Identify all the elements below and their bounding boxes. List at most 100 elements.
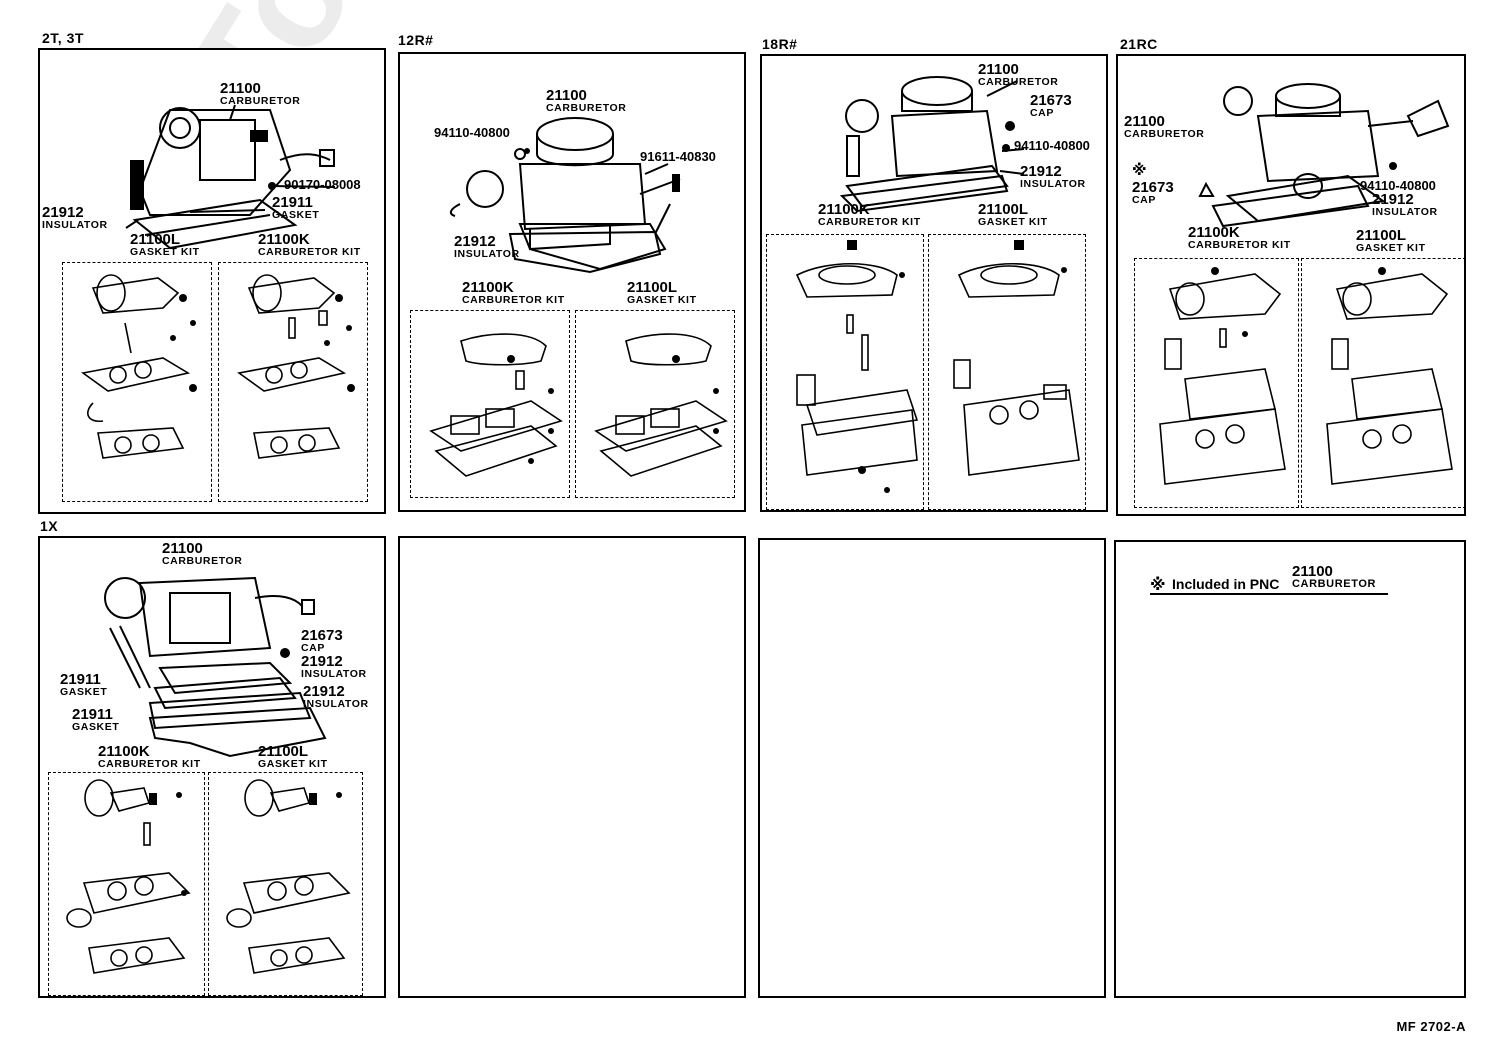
label-name: CARBURETOR KIT [818, 216, 921, 228]
included-symbol: ※ [1150, 577, 1166, 594]
label-pnc: 21100L [258, 743, 309, 760]
figure-code: MF 2702-A [1396, 1019, 1466, 1034]
label-name: INSULATOR [303, 698, 369, 710]
panel-note [1114, 540, 1466, 998]
panel-18r [760, 54, 1108, 512]
label-pnc: 21100K [818, 201, 870, 218]
carburetor-kit-box-1x [48, 772, 205, 996]
label-name: CARBURETOR [162, 555, 243, 567]
label-name: GASKET KIT [258, 758, 328, 770]
label-name: GASKET KIT [130, 246, 200, 258]
label-pnc: 21100K [98, 743, 150, 760]
included-note: ※ Included in PNC 21100 CARBURETOR [1150, 563, 1388, 595]
label-pnc: 21912 [454, 233, 496, 250]
label-pnc: 21912 [303, 683, 345, 700]
label-name: GASKET [72, 721, 120, 733]
label-pnc: 21911 [60, 671, 101, 688]
label-name: CARBURETOR [220, 95, 301, 107]
label-name: INSULATOR [1020, 178, 1086, 190]
panel-title-2t3t: 2T, 3T [42, 30, 84, 46]
gasket-kit-box-12r [575, 310, 735, 498]
carburetor-illustration-18r [839, 76, 1025, 213]
panel-1x [38, 536, 386, 998]
label-pnc: 21100K [1188, 224, 1240, 241]
label-pnc: 21100 [546, 87, 587, 104]
label-name: CAP [1030, 107, 1054, 119]
gasket-kit-parts-21rc [1326, 267, 1453, 485]
carburetor-kit-box-12r [410, 310, 570, 498]
panel-12r [398, 52, 746, 512]
label-pnc: 21100K [462, 279, 514, 296]
label-name: GASKET [60, 686, 108, 698]
label-pnc: 21911 [72, 706, 113, 723]
carburetor-kit-parts-21rc [1159, 267, 1286, 485]
included-mark: ※ [1132, 162, 1147, 179]
label-pnc: 21100 [978, 61, 1019, 78]
label-pnc: 21100 [220, 80, 261, 97]
label-pnc: 91611-40830 [640, 149, 716, 164]
carburetor-kit-parts-18r [795, 240, 919, 493]
panel-title-18r: 18R# [762, 36, 798, 52]
label-pnc: 21100K [258, 231, 310, 248]
label-pnc: 21673 [1030, 92, 1072, 109]
label-pnc: 21673 [1132, 179, 1174, 196]
label-name: GASKET [272, 209, 320, 221]
label-pnc: 94110-40800 [1360, 178, 1436, 193]
label-name: CARBURETOR KIT [98, 758, 201, 770]
carburetor-kit-parts-1x [66, 779, 191, 974]
gasket-kit-parts-18r [953, 240, 1080, 476]
gasket-kit-box-1x [208, 772, 363, 996]
label-pnc: 21912 [42, 204, 84, 221]
gasket-kit-parts-2t3t [81, 274, 197, 459]
label-pnc: 90170-08008 [284, 177, 361, 192]
gasket-kit-box-2t3t [62, 262, 212, 502]
carburetor-kit-parts-2t3t [237, 274, 355, 459]
gasket-kit-parts-1x [226, 779, 351, 974]
panel-title-21rc: 21RC [1120, 36, 1158, 52]
label-pnc: 21912 [1372, 191, 1414, 208]
label-name: CARBURETOR [978, 76, 1059, 88]
label-name: CARBURETOR KIT [258, 246, 361, 258]
label-pnc: 21912 [1020, 163, 1062, 180]
label-name: CARBURETOR [546, 102, 627, 114]
label-name: CAP [1132, 194, 1156, 206]
label-pnc: 21911 [272, 194, 313, 211]
label-pnc: 21100 [162, 540, 203, 557]
carburetor-kit-box-18r [766, 234, 924, 510]
panel-empty-1 [398, 536, 746, 998]
included-pnc: 21100 [1292, 563, 1333, 580]
label-pnc: 21100L [627, 279, 678, 296]
label-name: GASKET KIT [627, 294, 697, 306]
label-pnc: 21100L [1356, 227, 1407, 244]
label-pnc: 21100L [978, 201, 1029, 218]
label-pnc: 21100 [1124, 113, 1165, 130]
label-name: INSULATOR [42, 219, 108, 231]
carburetor-illustration-12r [449, 117, 681, 274]
gasket-kit-box-18r [928, 234, 1086, 510]
label-pnc: 21673 [301, 627, 343, 644]
carburetor-kit-box-2t3t [218, 262, 368, 502]
panel-2t3t [38, 48, 386, 514]
gasket-kit-box-21rc [1301, 258, 1466, 508]
panel-title-12r: 12R# [398, 32, 434, 48]
carburetor-illustration-21rc [1198, 83, 1450, 228]
label-name: CAP [301, 642, 325, 654]
carburetor-illustration-1x [104, 576, 327, 758]
carburetor-illustration-2t3t [125, 104, 336, 250]
panel-empty-2 [758, 538, 1106, 998]
label-name: INSULATOR [301, 668, 367, 680]
included-name: CARBURETOR [1292, 578, 1377, 590]
panel-21rc [1116, 54, 1466, 516]
label-pnc: 94110-40800 [1014, 138, 1090, 153]
label-name: INSULATOR [1372, 206, 1438, 218]
carburetor-kit-box-21rc [1134, 258, 1299, 508]
included-text: Included in PNC [1172, 576, 1280, 592]
label-name: CARBURETOR KIT [1188, 239, 1291, 251]
label-name: GASKET KIT [978, 216, 1048, 228]
label-name: GASKET KIT [1356, 242, 1426, 254]
label-name: CARBURETOR KIT [462, 294, 565, 306]
label-pnc: 21912 [301, 653, 343, 670]
label-pnc: 94110-40800 [434, 125, 510, 140]
carburetor-kit-parts-12r [429, 333, 563, 477]
gasket-kit-parts-12r [594, 333, 728, 477]
